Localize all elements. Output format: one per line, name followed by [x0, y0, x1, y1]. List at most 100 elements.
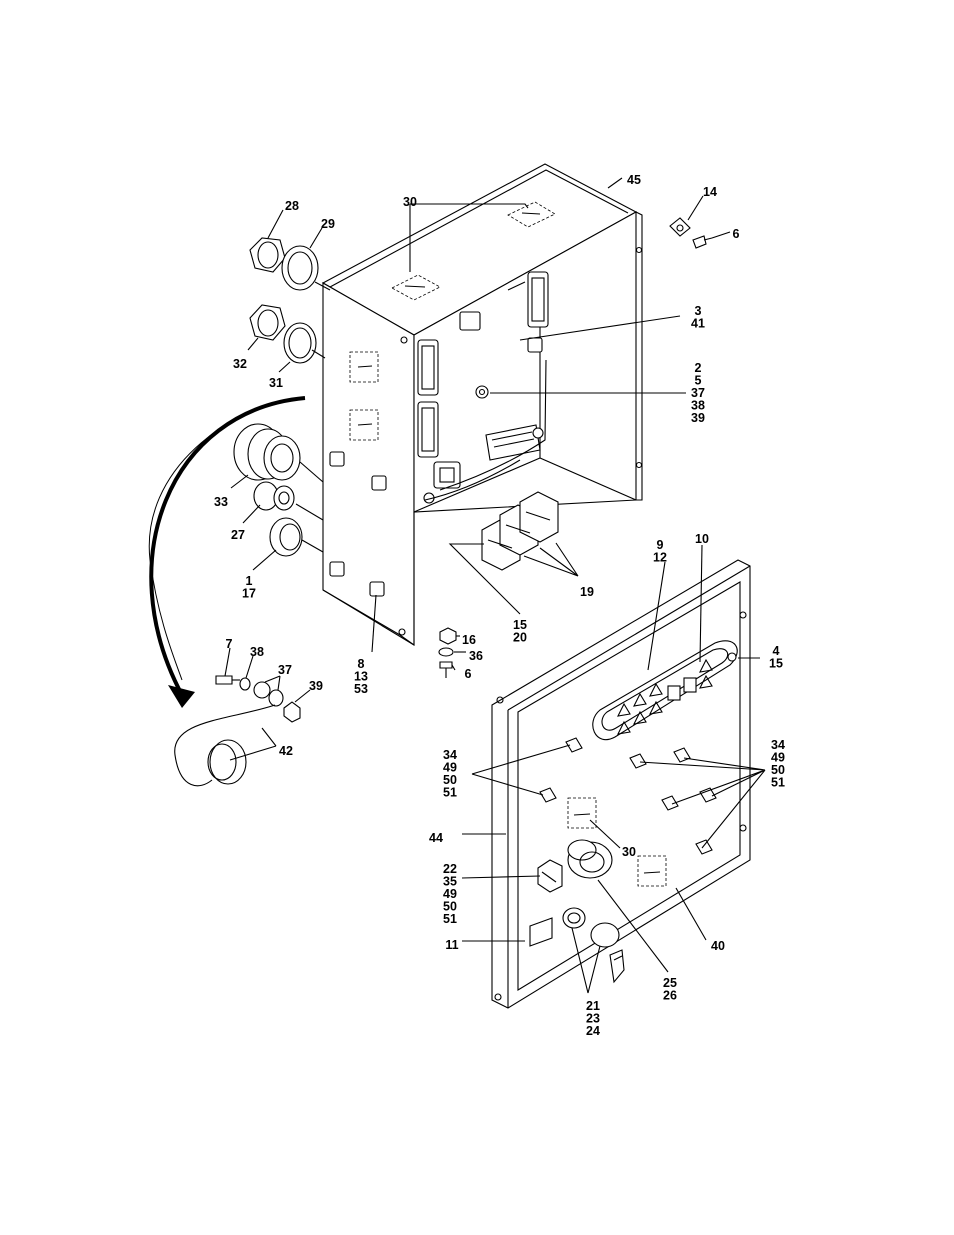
callout-c6b: 6: [465, 667, 472, 681]
callout-number: 17: [242, 587, 256, 601]
callout-number: 26: [663, 989, 677, 1003]
callout-c44: 44: [429, 831, 443, 845]
callout-number: 32: [233, 357, 247, 371]
callout-number: 38: [250, 645, 264, 659]
callout-number: 5: [695, 374, 702, 388]
callout-number: 41: [691, 317, 705, 331]
callout-c38: 38: [250, 645, 264, 659]
callout-number: 16: [462, 633, 476, 647]
callout-number: 44: [429, 831, 443, 845]
callout-number: 35: [443, 875, 457, 889]
callout-c10: 10: [695, 532, 709, 546]
callout-number: 15: [513, 618, 527, 632]
callout-number: 24: [586, 1024, 600, 1038]
callout-c31: 31: [269, 376, 283, 390]
callout-number: 51: [771, 776, 785, 790]
top-bracket-hardware: [669, 217, 713, 249]
callout-number: 30: [622, 845, 636, 859]
callout-number: 7: [226, 637, 233, 651]
cable-glands: [233, 423, 303, 557]
callout-number: 25: [663, 976, 677, 990]
callout-c30b: 30: [622, 845, 636, 859]
callout-c28: 28: [285, 199, 299, 213]
callout-c39: 39: [309, 679, 323, 693]
callout-number: 49: [443, 761, 457, 775]
callout-number: 20: [513, 631, 527, 645]
callout-number: 23: [586, 1012, 600, 1026]
callout-number: 31: [269, 376, 283, 390]
callout-number: 50: [443, 773, 457, 787]
leader-lines: [224, 177, 766, 994]
callout-number: 30: [403, 195, 417, 209]
callout-c45: 45: [627, 173, 641, 187]
callout-number: 11: [445, 938, 458, 952]
callout-c42: 42: [279, 744, 293, 758]
callout-number: 51: [443, 912, 457, 926]
callout-number: 27: [231, 528, 245, 542]
callout-number: 21: [586, 999, 600, 1013]
callout-number: 51: [443, 786, 457, 800]
callout-number: 28: [285, 199, 299, 213]
callout-number: 9: [657, 538, 664, 552]
callout-c11: 11: [445, 938, 458, 952]
callout-number: 49: [771, 751, 785, 765]
callout-number: 50: [443, 900, 457, 914]
callout-number: 15: [769, 657, 783, 671]
callout-number: 22: [443, 862, 457, 876]
callout-number: 14: [703, 185, 717, 199]
callout-c37: 37: [278, 663, 292, 677]
curved-arrow: [148, 396, 306, 708]
callout-number: 8: [358, 657, 365, 671]
callout-c19: 19: [580, 585, 594, 599]
callout-c32: 32: [233, 357, 247, 371]
callout-c16: 16: [462, 633, 476, 647]
callout-number: 49: [443, 887, 457, 901]
callout-number: 6: [733, 227, 740, 241]
callout-c7: 7: [226, 637, 233, 651]
callout-number: 37: [278, 663, 292, 677]
sensor-assembly: [174, 675, 301, 787]
callout-number: 53: [354, 682, 368, 696]
left-hardware-rings: [249, 237, 319, 364]
callout-number: 45: [627, 173, 641, 187]
callout-number: 3: [695, 304, 702, 318]
callout-number: 12: [653, 551, 667, 565]
callout-number: 38: [691, 399, 705, 413]
callout-number: 19: [580, 585, 594, 599]
callout-number: 37: [691, 386, 705, 400]
callout-c40: 40: [711, 939, 725, 953]
callout-number: 4: [773, 644, 780, 658]
callout-c27: 27: [231, 528, 245, 542]
callout-c29: 29: [321, 217, 335, 231]
callout-number: 39: [691, 411, 705, 425]
callout-number: 50: [771, 763, 785, 777]
enclosure-box: [321, 163, 643, 646]
front-panel: [491, 559, 751, 1009]
callout-c14: 14: [703, 185, 717, 199]
callout-number: 33: [214, 495, 228, 509]
callout-number: 6: [465, 667, 472, 681]
callout-number: 29: [321, 217, 335, 231]
floor-hardware: [438, 627, 457, 678]
callout-number: 1: [246, 574, 253, 588]
callout-number: 13: [354, 670, 368, 684]
callout-number: 39: [309, 679, 323, 693]
callout-c30a: 30: [403, 195, 417, 209]
callout-number: 40: [711, 939, 725, 953]
relay-group: [481, 491, 559, 571]
callout-number: 36: [469, 649, 483, 663]
